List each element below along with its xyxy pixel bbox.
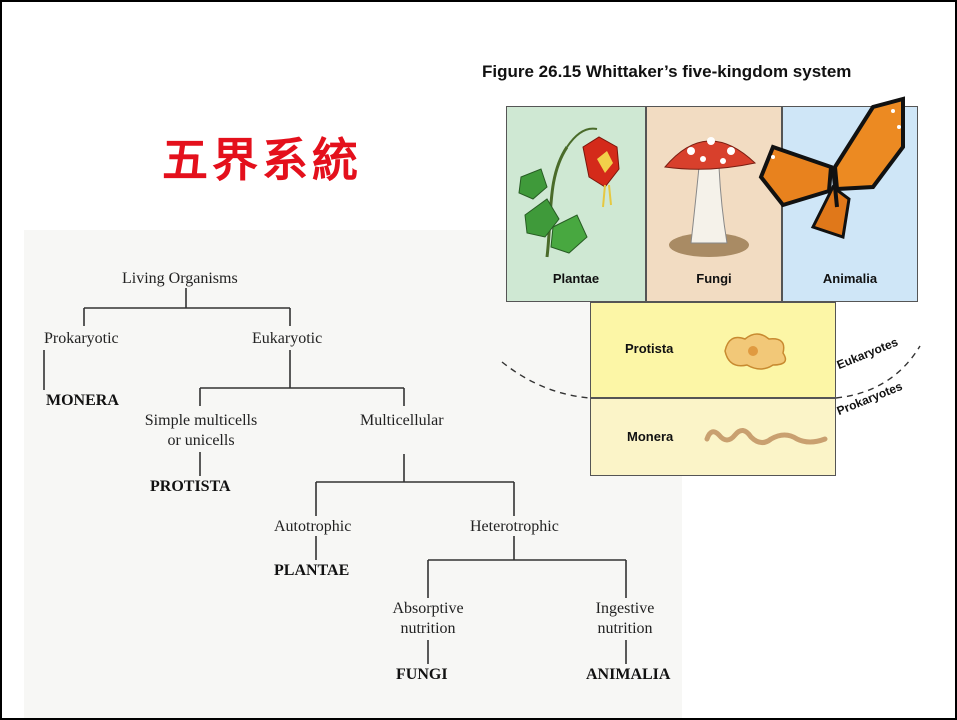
monera-box: Monera [590,398,836,476]
protista-label: Protista [625,341,673,356]
tree-eukaryotic-label: Eukaryotic [252,330,322,348]
tree-root-label: Living Organisms [122,270,238,288]
figure-title: Figure 26.15 Whittaker’s five-kingdom sy… [482,62,851,82]
tree-fungi-label: FUNGI [396,666,448,684]
columbine-flower-icon [507,107,645,267]
protista-box: Protista [590,302,836,398]
tree-ingestive-nutrition-label: nutrition [570,620,680,638]
classification-tree-panel: Living Organisms Prokaryotic Eukaryotic … [24,230,682,720]
animalia-label: Animalia [783,271,917,286]
tree-prokaryotic-label: Prokaryotic [44,330,119,348]
plantae-box: Plantae [506,106,646,302]
tree-multicellular-label: Multicellular [360,412,444,430]
prokaryotes-label: Prokaryotes [835,379,905,418]
tree-absorptive-label: Absorptive [368,600,488,618]
tree-monera-label: MONERA [46,392,119,410]
amoeba-icon [717,325,797,375]
tree-protista-label: PROTISTA [150,478,231,496]
tree-plantae-label: PLANTAE [274,562,349,580]
spirochete-bacterium-icon [701,417,831,457]
tree-absorptive-nutrition-label: nutrition [368,620,488,638]
eukaryotes-label: Eukaryotes [835,335,900,372]
tree-connector-lines [24,230,682,720]
plantae-label: Plantae [507,271,645,286]
fungi-label: Fungi [647,271,781,286]
monera-label: Monera [627,429,673,444]
slide-title: 五界系統 [162,124,362,190]
tree-ingestive-label: Ingestive [570,600,680,618]
tree-animalia-label: ANIMALIA [586,666,670,684]
tree-unicells-label: or unicells [136,432,266,450]
tree-heterotrophic-label: Heterotrophic [470,518,559,536]
tree-autotrophic-label: Autotrophic [274,518,351,536]
tree-simple-multicells-label: Simple multicells [136,412,266,430]
monarch-butterfly-icon [753,87,913,247]
animalia-box: Animalia [782,106,918,302]
